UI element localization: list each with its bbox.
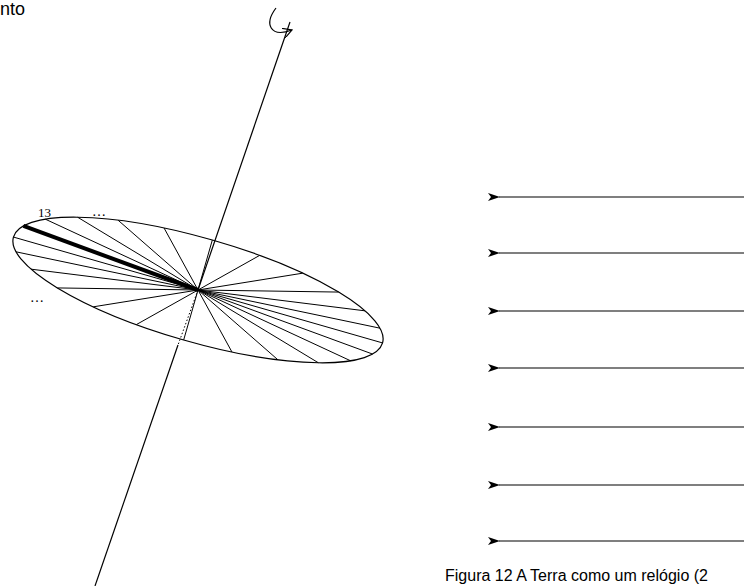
sun-rays bbox=[499, 197, 744, 541]
hour-line bbox=[198, 290, 278, 360]
hour-line bbox=[93, 290, 198, 307]
hour-line bbox=[198, 290, 339, 292]
hour-line bbox=[57, 288, 198, 290]
hour-line bbox=[198, 290, 373, 354]
ellipsis: … bbox=[30, 290, 44, 305]
hour-hand bbox=[23, 226, 198, 290]
hour-number: 13 bbox=[38, 206, 51, 220]
hour-line bbox=[198, 273, 303, 290]
ellipsis: … bbox=[92, 204, 106, 219]
sun-ray-arrow bbox=[499, 426, 744, 427]
sun-ray-arrow bbox=[499, 252, 744, 253]
sun-ray-arrow bbox=[499, 367, 744, 368]
sun-ray-arrow bbox=[499, 540, 744, 541]
hour-line bbox=[184, 290, 198, 340]
rotation-axis bbox=[95, 8, 292, 586]
hour-line bbox=[198, 290, 318, 363]
rotation-arrow bbox=[270, 8, 292, 32]
sun-ray-arrow bbox=[499, 196, 744, 197]
figure-caption: Figura 12 A Terra como um relógio (2 bbox=[445, 567, 708, 585]
hour-line bbox=[13, 237, 198, 290]
hour-line bbox=[198, 290, 351, 361]
axis-line bbox=[198, 22, 290, 290]
axis-line bbox=[95, 345, 178, 586]
hour-line bbox=[164, 228, 198, 290]
sun-ray-arrow bbox=[499, 310, 744, 311]
hour-line bbox=[198, 290, 383, 343]
hour-line bbox=[118, 220, 198, 290]
sun-ray-arrow bbox=[499, 484, 744, 485]
hour-line bbox=[198, 290, 380, 328]
axis-hidden-line bbox=[178, 290, 198, 345]
hour-line bbox=[198, 290, 232, 352]
cropped-word: nto bbox=[0, 0, 25, 20]
hour-line bbox=[45, 219, 198, 290]
hour-line bbox=[78, 217, 198, 290]
